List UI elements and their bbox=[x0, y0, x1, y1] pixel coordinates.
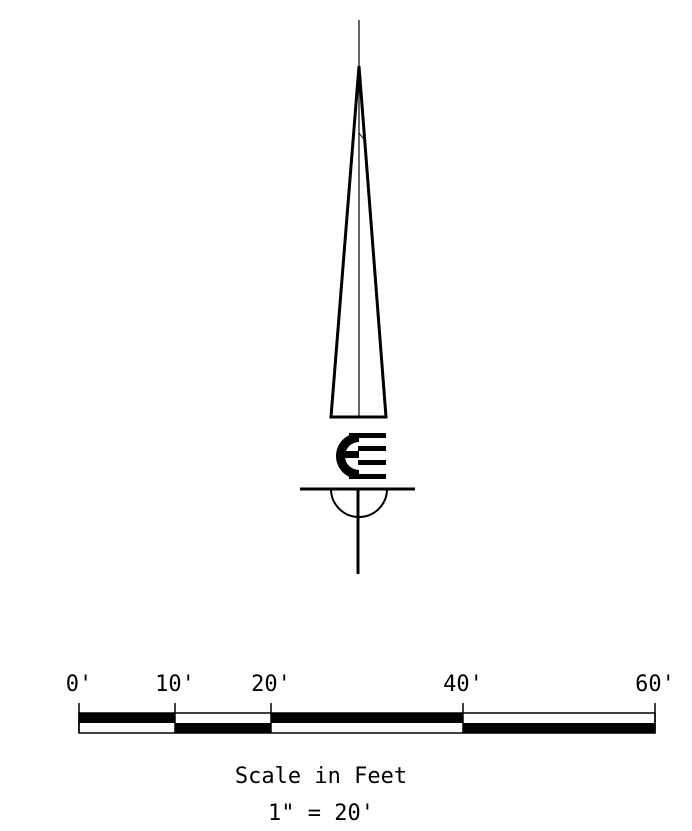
scale-segment-bottom bbox=[463, 723, 655, 733]
scale-tick-label: 40' bbox=[443, 672, 483, 697]
ge-monogram-icon bbox=[336, 433, 386, 479]
scale-tick-label: 20' bbox=[251, 672, 291, 697]
scale-segment-bottom bbox=[175, 723, 271, 733]
north-arrow-needle-mark bbox=[358, 132, 367, 143]
scale-segment-top bbox=[463, 713, 655, 723]
scale-ratio: 1" = 20' bbox=[268, 801, 374, 826]
north-arrow bbox=[300, 20, 415, 574]
north-arrow-needle bbox=[329, 65, 388, 419]
scale-caption: Scale in Feet bbox=[234, 764, 408, 789]
scale-segment-bottom bbox=[271, 723, 463, 733]
scale-segment-top bbox=[271, 713, 463, 723]
scale-segment-bottom bbox=[79, 723, 175, 733]
scale-bar bbox=[78, 703, 656, 734]
scale-segment-top bbox=[79, 713, 175, 723]
scale-tick-label: 60' bbox=[635, 672, 675, 697]
scale-segment-top bbox=[175, 713, 271, 723]
scale-tick-label: 10' bbox=[155, 672, 195, 697]
scale-tick-label: 0' bbox=[65, 672, 93, 697]
